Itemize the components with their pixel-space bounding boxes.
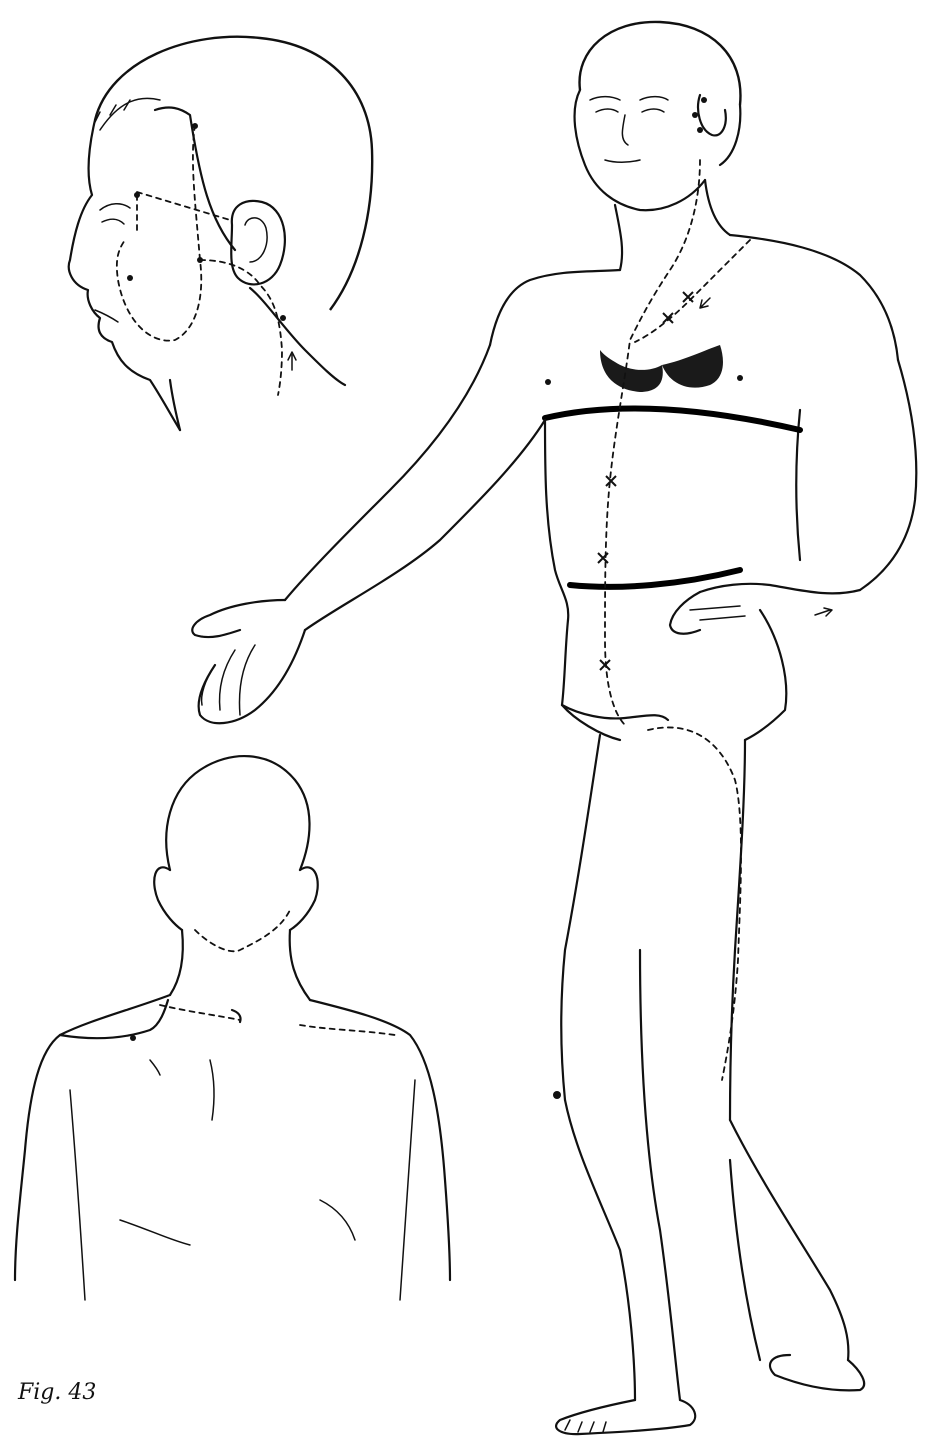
- figure-caption: Fig. 43: [18, 1380, 96, 1405]
- standing-figure: [192, 22, 916, 1434]
- back-view-inset: [15, 756, 450, 1300]
- acupoint-markers: [598, 292, 693, 670]
- head-profile-inset: [69, 37, 372, 430]
